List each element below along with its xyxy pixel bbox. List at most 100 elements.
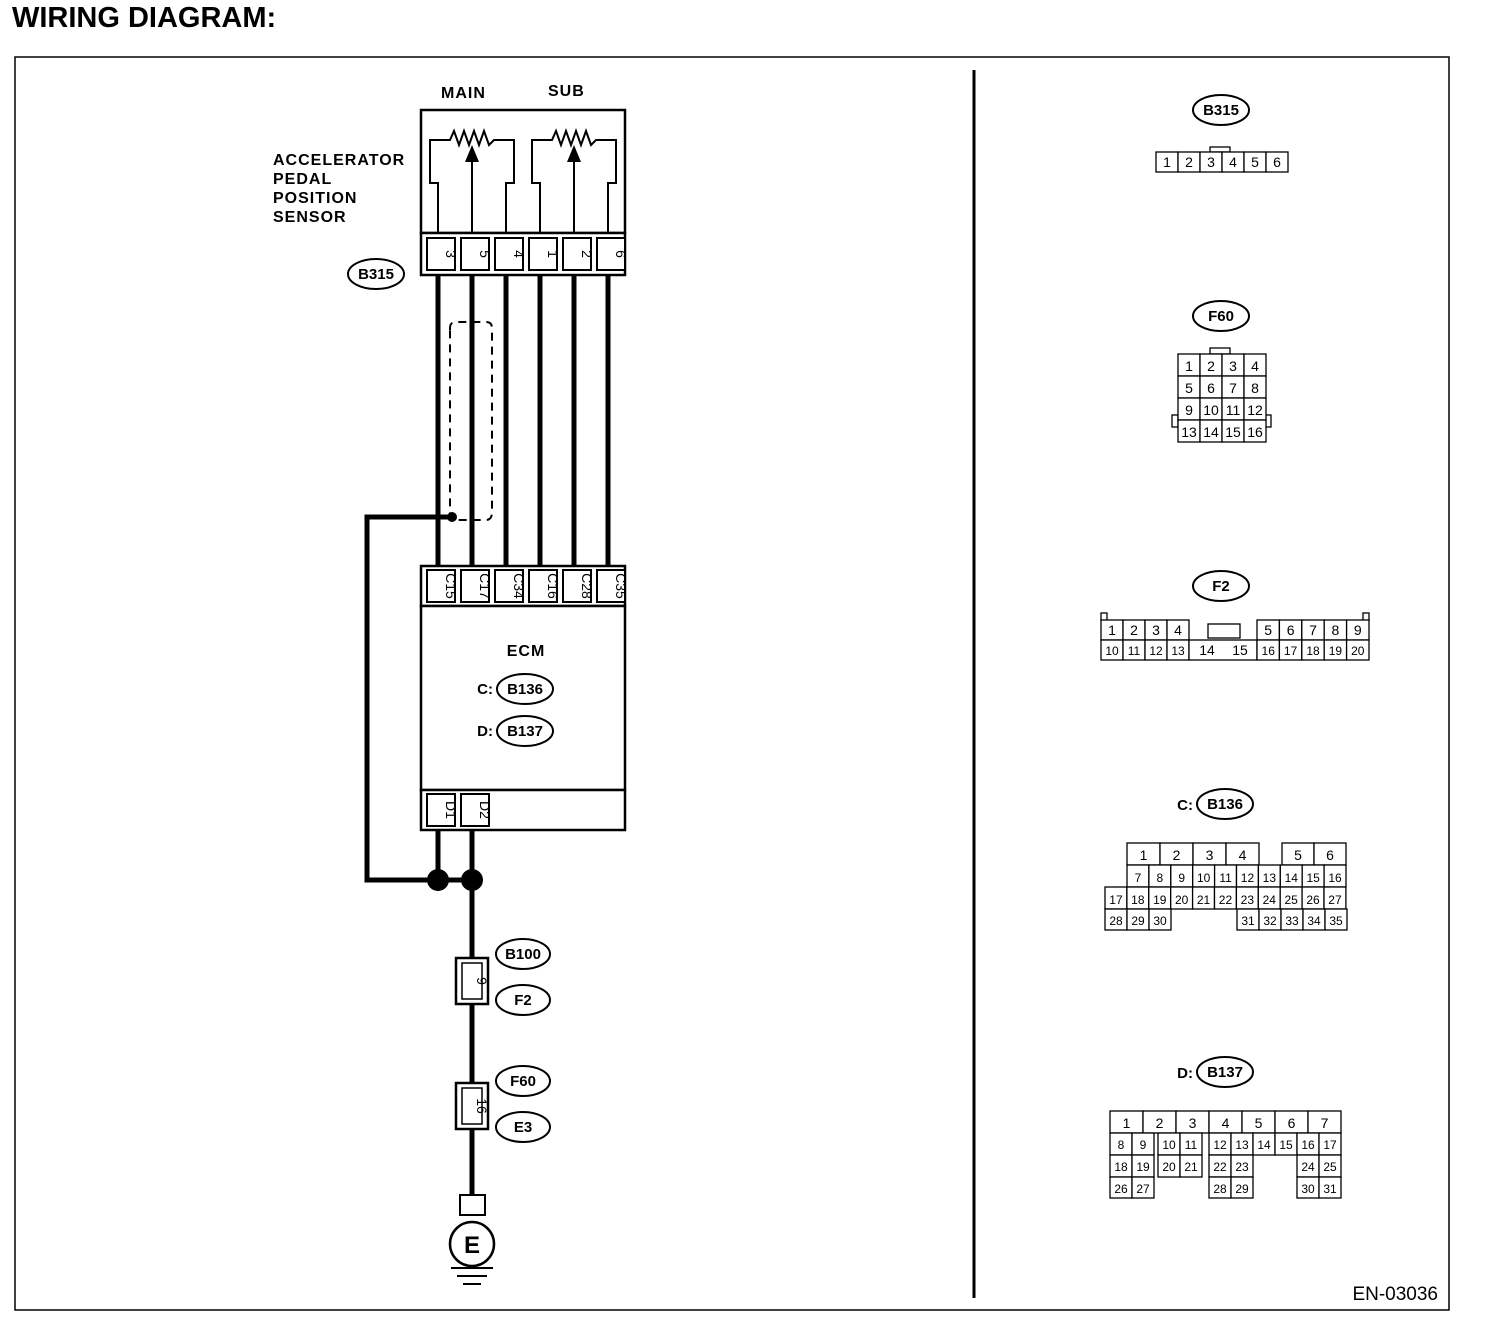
svg-text:4: 4 — [1229, 154, 1237, 170]
f2-connector-tag: F2 — [1192, 570, 1250, 602]
svg-text:E3: E3 — [514, 1119, 532, 1136]
sub-wiper-arrow-icon — [567, 145, 581, 162]
ecm-d-connector-tag — [496, 715, 554, 747]
svg-text:2: 2 — [1185, 154, 1193, 170]
page-title: WIRING DIAGRAM: — [12, 2, 277, 34]
svg-text:F2: F2 — [1212, 578, 1230, 595]
sensor-pin-cell — [562, 237, 592, 271]
sensor-body — [419, 108, 627, 235]
svg-text:16: 16 — [474, 1098, 490, 1114]
ecm-d-pin-label: D1 — [443, 801, 459, 819]
sub-label: SUB — [548, 83, 585, 100]
svg-text:B136: B136 — [1207, 796, 1243, 813]
svg-text:14: 14 — [1285, 871, 1299, 885]
ecm-d-pin-cell — [460, 793, 490, 827]
svg-text:2: 2 — [1130, 622, 1138, 638]
svg-text:35: 35 — [1329, 914, 1343, 928]
svg-text:B315: B315 — [358, 266, 394, 283]
svg-text:3: 3 — [1207, 154, 1215, 170]
svg-text:33: 33 — [1285, 914, 1299, 928]
svg-text:31: 31 — [1323, 1182, 1337, 1196]
sensor-pin-label: 1 — [545, 250, 561, 258]
svg-text:31: 31 — [1241, 914, 1255, 928]
svg-text:18: 18 — [1131, 893, 1145, 907]
ecm-c-pin-label: C35 — [613, 573, 629, 599]
ecm-d-pin-cell — [426, 793, 456, 827]
svg-text:20: 20 — [1351, 644, 1365, 658]
svg-text:16: 16 — [1262, 644, 1276, 658]
accelerator-pedal-position-sensor: MAIN SUB ACCELERATOR PEDAL POSITION SENS… — [273, 83, 629, 277]
svg-text:24: 24 — [1301, 1160, 1315, 1174]
svg-text:11: 11 — [1219, 871, 1232, 885]
svg-text:5: 5 — [1185, 380, 1193, 396]
svg-text:16: 16 — [1247, 424, 1263, 440]
ecm-c-pin-label: C28 — [579, 573, 595, 599]
sensor-name-line-3: POSITION — [273, 190, 357, 207]
svg-text:22: 22 — [1219, 893, 1233, 907]
svg-text:9: 9 — [1178, 871, 1185, 885]
svg-text:28: 28 — [1109, 914, 1123, 928]
svg-text:8: 8 — [1332, 622, 1340, 638]
svg-text:8: 8 — [1157, 871, 1164, 885]
ecm-d-pin-label: D2 — [477, 801, 493, 819]
sensor-name-line-4: SENSOR — [273, 209, 347, 226]
svg-text:F60: F60 — [510, 1073, 536, 1090]
ecm-c-pin-cell — [596, 569, 626, 603]
svg-text:23: 23 — [1235, 1160, 1249, 1174]
svg-text:4: 4 — [1222, 1115, 1230, 1131]
svg-text:26: 26 — [1114, 1182, 1128, 1196]
svg-text:19: 19 — [1153, 893, 1167, 907]
svg-text:1: 1 — [1185, 358, 1193, 374]
svg-text:16: 16 — [1328, 871, 1342, 885]
svg-text:27: 27 — [1136, 1182, 1150, 1196]
f2-key — [1207, 623, 1241, 639]
sensor-pin-cell — [460, 237, 490, 271]
sensor-connector-tag: B315 — [347, 258, 405, 290]
svg-text:F60: F60 — [1208, 308, 1234, 325]
sensor-pin-label: 3 — [443, 250, 459, 258]
svg-text:13: 13 — [1263, 871, 1277, 885]
ecm-name: ECM — [507, 643, 546, 660]
svg-text:6: 6 — [1287, 622, 1295, 638]
svg-text:13: 13 — [1181, 424, 1197, 440]
svg-text:5: 5 — [1255, 1115, 1263, 1131]
main-label: MAIN — [441, 85, 486, 102]
svg-text:4: 4 — [1174, 622, 1182, 638]
svg-text:29: 29 — [1235, 1182, 1249, 1196]
svg-text:19: 19 — [1136, 1160, 1150, 1174]
svg-text:28: 28 — [1213, 1182, 1227, 1196]
sensor-name-line-2: PEDAL — [273, 171, 332, 188]
svg-text:5: 5 — [1264, 622, 1272, 638]
svg-text:13: 13 — [1171, 644, 1185, 658]
svg-text:13: 13 — [1235, 1138, 1249, 1152]
svg-text:24: 24 — [1263, 893, 1277, 907]
sensor-pin-cell — [528, 237, 558, 271]
sensor-name-line-1: ACCELERATOR — [273, 152, 405, 169]
svg-text:29: 29 — [1131, 914, 1145, 928]
svg-text:B315: B315 — [1203, 102, 1239, 119]
svg-text:9: 9 — [1354, 622, 1362, 638]
svg-text:8: 8 — [1118, 1138, 1125, 1152]
svg-text:1: 1 — [1140, 847, 1148, 863]
sensor-pin-cell — [494, 237, 524, 271]
ground-symbol-icon: E — [448, 1194, 496, 1285]
svg-text:6: 6 — [1326, 847, 1334, 863]
svg-text:3: 3 — [1206, 847, 1214, 863]
svg-text:9: 9 — [1185, 402, 1193, 418]
ecm-c-connector-tag — [496, 673, 554, 705]
svg-text:16: 16 — [1301, 1138, 1315, 1152]
svg-text:17: 17 — [1323, 1138, 1337, 1152]
svg-text:17: 17 — [1284, 644, 1298, 658]
svg-text:B100: B100 — [505, 946, 541, 963]
